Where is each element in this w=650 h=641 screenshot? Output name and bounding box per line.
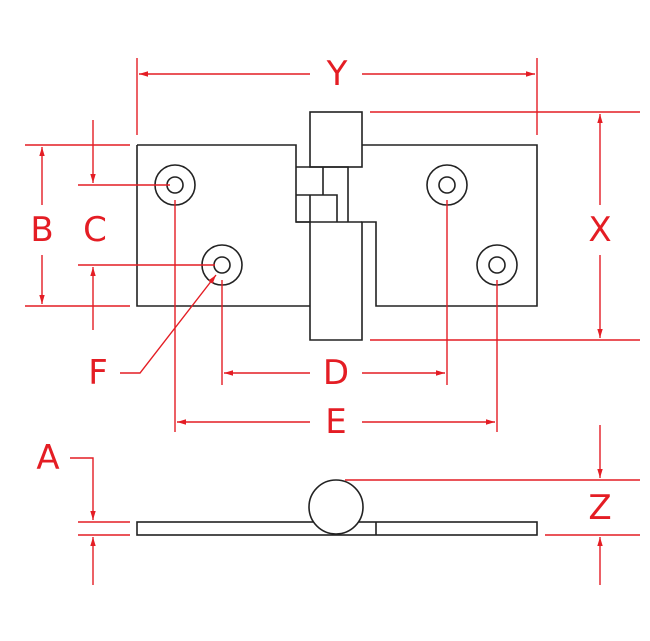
hinge-side-view: [136, 479, 538, 536]
label-b: B: [30, 210, 53, 250]
label-x: X: [588, 210, 611, 250]
dimension-labels: Y X B C D E F A Z: [30, 54, 615, 528]
label-y: Y: [326, 54, 348, 94]
label-a: A: [36, 438, 59, 478]
screw-holes: [154, 164, 518, 286]
dimensions: [25, 58, 640, 585]
hinge-top-view: [136, 111, 538, 341]
label-c: C: [83, 210, 107, 250]
label-d: D: [323, 353, 349, 393]
label-z: Z: [588, 488, 611, 528]
label-e: E: [325, 402, 346, 442]
label-f: F: [88, 353, 108, 393]
